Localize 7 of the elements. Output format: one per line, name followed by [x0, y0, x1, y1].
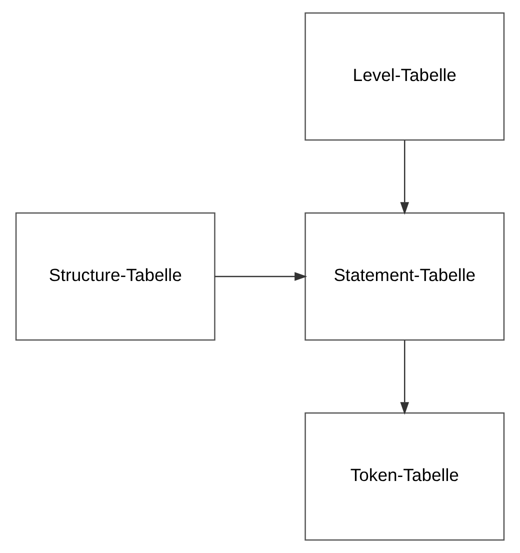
arrow [214, 272, 308, 281]
arrow [400, 140, 410, 215]
node-box: Structure-Tabelle [15, 212, 216, 341]
node-box: Statement-Tabelle [304, 212, 505, 341]
node-box: Token-Tabelle [304, 412, 505, 541]
node-box: Level-Tabelle [304, 12, 505, 141]
arrow [400, 340, 410, 415]
